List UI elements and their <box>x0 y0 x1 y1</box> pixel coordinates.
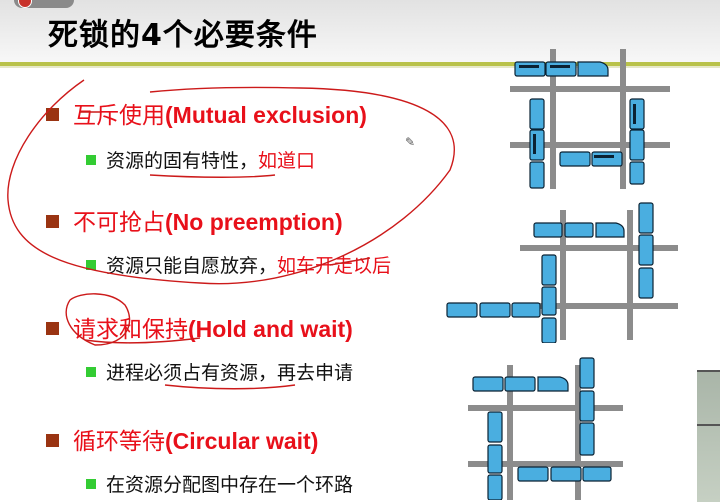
condition-mutual-exclusion: 互斥使用(Mutual exclusion) <box>46 96 367 130</box>
square-bullet-icon <box>46 434 59 447</box>
door-divider <box>697 424 720 426</box>
condition-detail-4: 在资源分配图中存在一个环路 <box>86 470 353 497</box>
gridlock-diagram-2 <box>446 202 678 343</box>
title-underline-rule <box>0 62 720 66</box>
square-bullet-icon <box>46 108 59 121</box>
detail-text: 在资源分配图中存在一个环路 <box>106 474 354 496</box>
condition-zh: 循环等待 <box>73 429 165 455</box>
condition-detail-3: 进程必须占有资源，再去申请 <box>86 358 353 385</box>
detail-text: 资源只能自愿放弃， <box>106 255 278 277</box>
square-bullet-icon <box>46 215 59 228</box>
condition-detail-1: 资源的固有特性，如道口 <box>86 146 315 173</box>
background-door <box>697 370 720 502</box>
condition-zh: 请求和保持 <box>73 317 188 343</box>
square-bullet-icon <box>86 479 96 489</box>
condition-en: (No preemption) <box>165 209 343 235</box>
detail-example: 如车开走以后 <box>277 255 392 277</box>
square-bullet-icon <box>86 367 96 377</box>
detail-text: 进程必须占有资源，再去申请 <box>106 362 354 384</box>
square-bullet-icon <box>86 155 96 165</box>
condition-hold-and-wait: 请求和保持(Hold and wait) <box>46 310 353 344</box>
square-bullet-icon <box>46 322 59 335</box>
condition-en: (Circular wait) <box>165 428 319 454</box>
condition-circular-wait: 循环等待(Circular wait) <box>46 422 318 456</box>
app-badge <box>14 0 74 8</box>
square-bullet-icon <box>86 260 96 270</box>
condition-zh: 不可抢占 <box>73 210 165 236</box>
title-underline-shadow <box>0 66 720 68</box>
condition-detail-2: 资源只能自愿放弃，如车开走以后 <box>86 251 391 278</box>
condition-en: (Mutual exclusion) <box>165 102 367 128</box>
gridlock-diagram-1 <box>510 49 670 189</box>
detail-text: 资源的固有特性， <box>106 150 259 172</box>
gridlock-diagram-3 <box>468 357 623 500</box>
condition-en: (Hold and wait) <box>188 316 353 342</box>
condition-no-preemption: 不可抢占(No preemption) <box>46 203 343 237</box>
pen-cursor-icon: ✎ <box>405 135 416 149</box>
condition-zh: 互斥使用 <box>73 103 165 129</box>
slide-header: 死锁的4个必要条件 <box>0 0 720 62</box>
detail-example: 如道口 <box>258 150 316 172</box>
slide-title: 死锁的4个必要条件 <box>48 18 318 53</box>
